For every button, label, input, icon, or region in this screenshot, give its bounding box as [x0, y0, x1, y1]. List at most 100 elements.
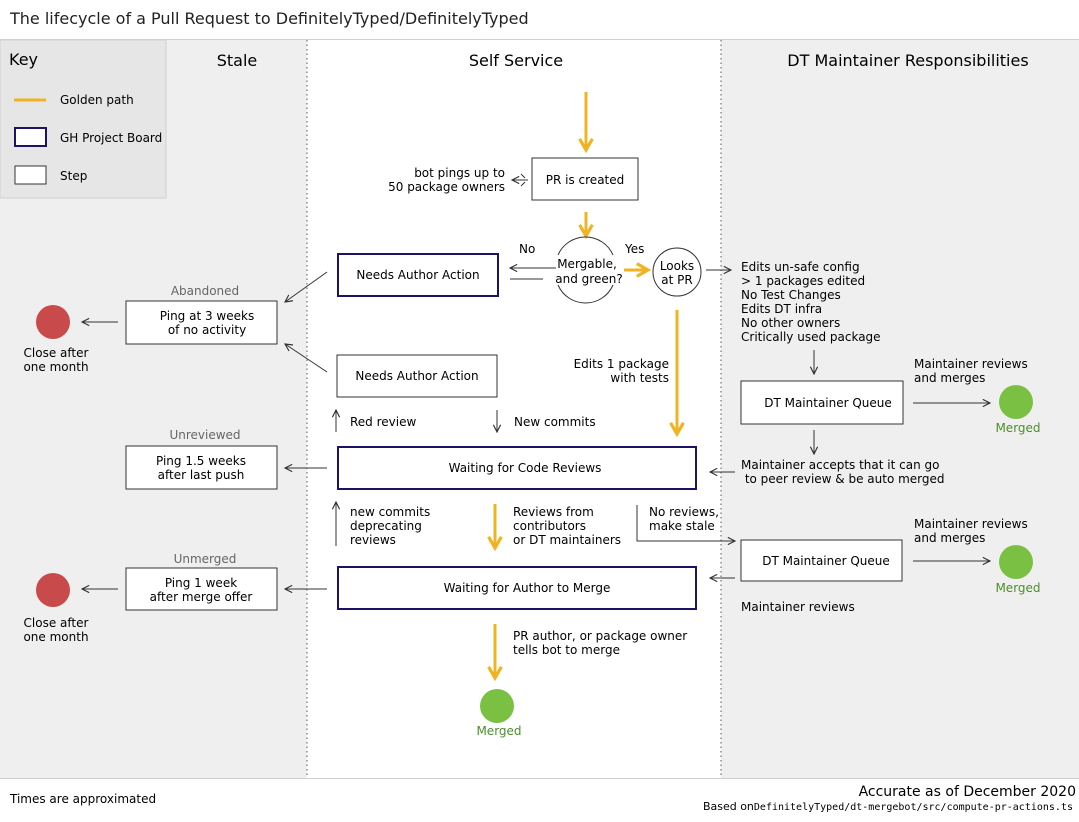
needs-author-action-step-2: [336, 354, 498, 398]
looks-at-pr-circle: [652, 247, 702, 297]
conditions-list: Edits un-safe config > 1 packages edited…: [741, 260, 881, 344]
label-maintainer-reviews: Maintainer reviews: [741, 600, 855, 614]
pr-created-box: [531, 157, 639, 201]
condition-1: Edits un-safe config: [741, 260, 860, 274]
footer-based-on: Based onDefinitelyTyped/dt-mergebot/src/…: [703, 800, 1073, 813]
condition-2: > 1 packages edited: [741, 274, 865, 288]
closed-dot-2: [36, 573, 70, 607]
pr-created-label: PR is created: [546, 173, 625, 187]
label-red-review: Red review: [350, 415, 416, 429]
key-golden-label: Golden path: [60, 93, 134, 107]
label-new-commits: New commits: [514, 415, 596, 429]
deprecating-line-3: reviews: [350, 533, 396, 547]
waiting-merge-label: Waiting for Author to Merge: [444, 581, 611, 595]
waiting-for-author-to-merge-board: [337, 566, 697, 610]
deprecating-line-2: deprecating: [350, 519, 422, 533]
arrow-author2-to-ping: [285, 344, 328, 373]
reviews-from-line-2: contributors: [513, 519, 586, 533]
reviews-from-line-1: Reviews from: [513, 505, 594, 519]
ping-15w-line-1: Ping 1.5 weeks: [156, 454, 246, 468]
close-1-line-1: Close after: [24, 346, 89, 360]
dt-maintainer-queue-1: [740, 380, 904, 425]
ping-3-weeks-box: [125, 300, 278, 345]
maint-accepts-line-1: Maintainer accepts that it can go: [741, 458, 939, 472]
reviews-from-line-3: or DT maintainers: [513, 533, 621, 547]
needs-author-action-label-1: Needs Author Action: [356, 268, 479, 282]
key-step-swatch: [14, 165, 47, 185]
deprecating-line-1: new commits: [350, 505, 430, 519]
footer-approx: Times are approximated: [9, 792, 156, 806]
mergable-circle-top: [557, 236, 614, 256]
label-unmerged: Unmerged: [174, 552, 237, 566]
dt-queue-2-label: DT Maintainer Queue: [762, 554, 890, 568]
merged-dot-2: [999, 545, 1033, 579]
condition-5: No other owners: [741, 316, 840, 330]
mergable-circle-bottom: [557, 284, 614, 304]
ping-3w-line-2: of no activity: [168, 323, 246, 337]
key-board-swatch: [14, 127, 47, 147]
mergable-line-1: Mergable,: [557, 257, 617, 271]
key-title: Key: [9, 50, 38, 69]
bot-pings-line-2: 50 package owners: [388, 180, 505, 194]
ping-1w-line-2: after merge offer: [150, 590, 253, 604]
bot-pings-line-1: bot pings up to: [414, 166, 505, 180]
ping-15w-line-2: after last push: [158, 468, 245, 482]
label-no: No: [519, 242, 535, 256]
column-self-service: Self Service: [469, 51, 563, 70]
close-2-line-1: Close after: [24, 616, 89, 630]
bot-ping-spark: [520, 173, 526, 187]
no-reviews-line-2: make stale: [649, 519, 715, 533]
dt-maintainer-queue-2: [740, 539, 903, 582]
merged-label-2: Merged: [995, 581, 1040, 595]
key-board-label: GH Project Board: [60, 131, 162, 145]
maint-reviews-merges-1-line-1: Maintainer reviews: [914, 357, 1028, 371]
key-legend: Key Golden path GH Project Board Step: [0, 39, 167, 199]
ping-1-5-weeks-box: [125, 445, 278, 490]
no-reviews-line-1: No reviews,: [649, 505, 719, 519]
column-stale: Stale: [217, 51, 258, 70]
condition-4: Edits DT infra: [741, 302, 822, 316]
label-unreviewed: Unreviewed: [169, 428, 240, 442]
waiting-for-code-reviews-board: [337, 446, 697, 490]
looks-line-2: at PR: [661, 273, 692, 287]
maint-reviews-merges-2-line-2: and merges: [914, 531, 985, 545]
close-2-line-2: one month: [23, 630, 88, 644]
dt-queue-1-label: DT Maintainer Queue: [764, 396, 892, 410]
maint-reviews-merges-2-line-1: Maintainer reviews: [914, 517, 1028, 531]
footer-accurate: Accurate as of December 2020: [859, 784, 1076, 800]
footer-based-on-label: Based on: [703, 800, 754, 813]
edits-one-line-1: Edits 1 package: [574, 357, 669, 371]
label-yes: Yes: [624, 242, 644, 256]
arrow-no-reviews-stale: [636, 505, 735, 541]
merged-dot-3: [480, 689, 514, 723]
arrow-author1-to-ping: [285, 271, 328, 302]
connectors: [82, 180, 990, 589]
needs-author-action-board-1: [337, 253, 499, 297]
key-step-label: Step: [60, 169, 87, 183]
ping-3w-line-1: Ping at 3 weeks: [160, 309, 254, 323]
condition-6: Critically used package: [741, 330, 881, 344]
merged-dot-1: [999, 385, 1033, 419]
column-dt-maintainer: DT Maintainer Responsibilities: [787, 51, 1028, 70]
condition-3: No Test Changes: [741, 288, 841, 302]
merged-label-1: Merged: [995, 421, 1040, 435]
needs-author-action-label-2: Needs Author Action: [355, 369, 478, 383]
edits-one-line-2: with tests: [610, 371, 669, 385]
merged-label-3: Merged: [476, 724, 521, 738]
label-abandoned: Abandoned: [171, 284, 239, 298]
close-1-line-2: one month: [23, 360, 88, 374]
page-title: The lifecycle of a Pull Request to Defin…: [9, 9, 529, 28]
ping-1-week-box: [125, 567, 278, 611]
golden-path: [495, 92, 677, 678]
maint-accepts-line-2: to peer review & be auto merged: [741, 472, 945, 486]
ping-1w-line-1: Ping 1 week: [165, 576, 237, 590]
closed-dot-1: [36, 305, 70, 339]
waiting-reviews-label: Waiting for Code Reviews: [449, 461, 602, 475]
mergable-line-2: and green?: [555, 272, 622, 286]
footer-source-path: DefinitelyTyped/dt-mergebot/src/compute-…: [754, 802, 1073, 813]
pr-author-line-2: tells bot to merge: [513, 643, 620, 657]
maint-reviews-merges-1-line-2: and merges: [914, 371, 985, 385]
pr-author-line-1: PR author, or package owner: [513, 629, 687, 643]
